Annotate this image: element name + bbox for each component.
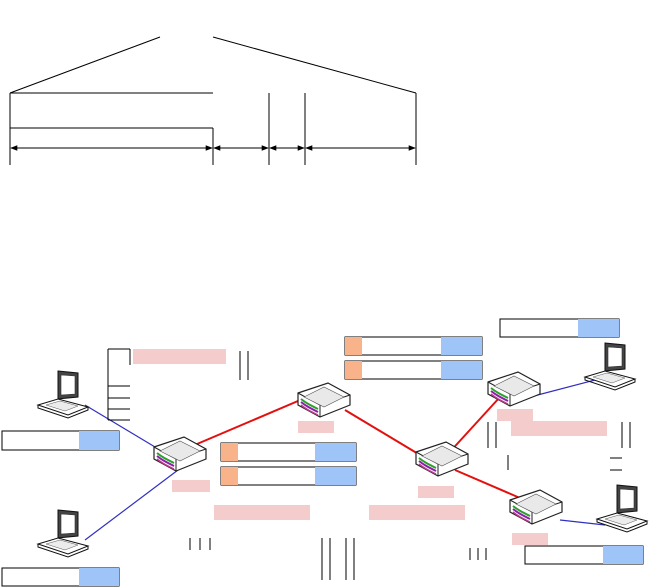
routing-table-header	[133, 349, 226, 364]
router-label-box	[512, 533, 548, 545]
routing-table-r4	[487, 421, 631, 448]
link-r1-r2	[189, 397, 306, 448]
routing-table-r5	[507, 455, 622, 471]
router-icon	[297, 382, 351, 418]
routing-table-header	[511, 421, 607, 436]
link-r5-h4	[559, 519, 606, 526]
network-links	[84, 379, 606, 541]
laptop-icon	[584, 342, 636, 391]
link-r3-r5	[454, 469, 521, 499]
bracket-right-line	[212, 36, 417, 94]
packet-box-blue-tag	[315, 467, 356, 485]
packet-box-r1-2	[220, 466, 357, 486]
packet-box-orange-tag	[345, 337, 362, 355]
laptop-icon	[37, 370, 89, 419]
packet-box-orange-tag	[221, 443, 238, 461]
packet-box-orange-tag	[221, 467, 238, 485]
router-label-box	[298, 421, 334, 433]
packet-box-blue-tag	[315, 443, 356, 461]
packet-structure-diagram	[9, 36, 417, 165]
link-h2-r1	[84, 469, 179, 541]
host-address-tag	[79, 568, 119, 586]
router-r4[interactable]	[487, 371, 541, 421]
router-r5[interactable]	[509, 489, 563, 545]
routing-table-header	[214, 505, 310, 520]
router-label-box	[418, 486, 454, 498]
host-h1[interactable]	[1, 370, 120, 451]
laptop-icon	[596, 484, 648, 533]
router-icon	[415, 441, 469, 477]
router-label-box	[497, 409, 533, 421]
router-r2[interactable]	[297, 382, 351, 433]
host-h3[interactable]	[499, 318, 636, 391]
link-r4-h3	[529, 379, 596, 398]
routing-table-r1-bottom	[189, 505, 310, 550]
router-icon	[153, 436, 207, 472]
router-label-box	[172, 480, 210, 492]
laptop-icon	[37, 509, 89, 558]
link-r3-r4	[446, 396, 501, 456]
router-r3[interactable]	[415, 441, 469, 498]
link-r2-r3	[344, 409, 421, 456]
routing-table-r3	[321, 505, 487, 580]
packet-box-r2-2	[344, 360, 483, 380]
packet-box-r2-1	[344, 336, 483, 356]
packet-box-blue-tag	[441, 337, 482, 355]
host-address-tag	[603, 546, 643, 564]
host-address-tag	[578, 319, 619, 337]
packet-box-r1-1	[220, 442, 357, 462]
host-h2[interactable]	[1, 509, 120, 587]
router-r1[interactable]	[153, 436, 210, 492]
host-address-tag	[79, 431, 119, 450]
packet-box-orange-tag	[345, 361, 362, 379]
host-h4[interactable]	[524, 484, 648, 565]
packet-box-blue-tag	[441, 361, 482, 379]
link-h1-r1	[84, 404, 161, 451]
router-icon	[509, 489, 563, 525]
routing-table-r1	[107, 348, 249, 421]
routing-table-header	[369, 505, 465, 520]
bracket-left-line	[9, 36, 161, 94]
